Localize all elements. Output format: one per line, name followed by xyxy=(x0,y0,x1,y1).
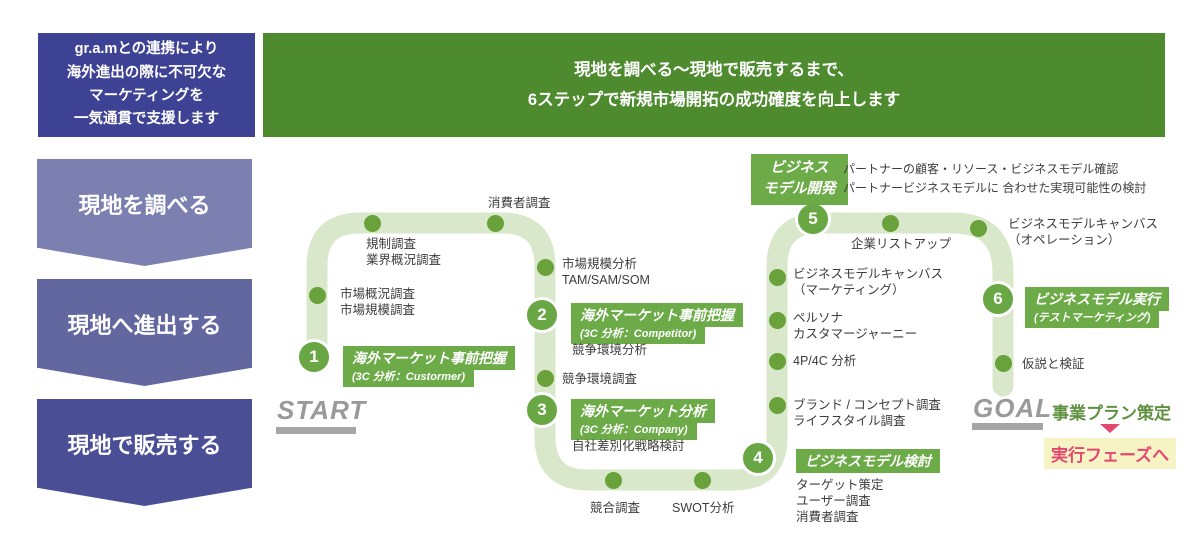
step-6-subtitle: (テストマーケティング) xyxy=(1025,311,1160,328)
station-dot xyxy=(605,472,622,489)
step-4-label: ビジネスモデル検討 xyxy=(796,449,940,473)
step-5-note: パートナーの顧客・リソース・ビジネスモデル確認 パートナービジネスモデルに 合わ… xyxy=(843,162,1147,195)
station-dot xyxy=(970,220,987,237)
execution-phase-label: 実行フェーズへ xyxy=(1044,438,1177,469)
station-dot xyxy=(882,215,899,232)
annotation-company-listup: 企業リストアップ xyxy=(851,237,952,251)
station-dot xyxy=(995,355,1012,372)
annotation-market-overview: 市場概況調査 市場規模調査 xyxy=(340,287,416,317)
step-circle-1: 1 xyxy=(296,339,332,375)
station-dot xyxy=(487,215,504,232)
station-dot xyxy=(769,397,786,414)
step-3-label: 海外マーケット分析 (3C 分析：Company) xyxy=(571,399,715,440)
phase-expand-label: 現地へ進出する xyxy=(67,312,222,338)
step-6-title: ビジネスモデル実行 xyxy=(1025,287,1169,311)
station-dot xyxy=(694,472,711,489)
step-circle-3: 3 xyxy=(524,392,560,428)
station-dot xyxy=(537,259,554,276)
phase-sell-label: 現地で販売する xyxy=(67,432,222,458)
step-5-label: ビジネス モデル開発 xyxy=(751,154,848,205)
step-6-label: ビジネスモデル実行 (テストマーケティング) xyxy=(1025,287,1169,328)
annotation-differentiation: 自社差別化戦略検討 xyxy=(572,439,685,453)
station-dot xyxy=(364,215,381,232)
annotation-competitive-survey: 競争環境調査 xyxy=(562,372,638,386)
goal-underline xyxy=(972,423,1043,430)
annotation-bmc-operation: ビジネスモデルキャンバス （オペレーション） xyxy=(1008,217,1159,247)
intro-box: gr.a.mとの連携により 海外進出の際に不可欠な マーケティングを 一気通貫で… xyxy=(38,33,255,137)
annotation-swot: SWOT分析 xyxy=(672,501,735,515)
annotation-4p4c: 4P/4C 分析 xyxy=(793,354,857,368)
step-circle-2: 2 xyxy=(524,297,560,333)
step-1-title: 海外マーケット事前把握 xyxy=(343,346,515,370)
annotation-hypothesis: 仮説と検証 xyxy=(1022,357,1085,371)
phase-sell: 現地で販売する xyxy=(37,399,252,506)
down-triangle-icon xyxy=(1100,424,1120,433)
station-dot xyxy=(309,287,326,304)
step-2-title: 海外マーケット事前把握 xyxy=(571,303,743,327)
annotation-consumer-survey: 消費者調査 xyxy=(488,196,551,210)
business-plan-label: 事業プラン策定 xyxy=(1052,404,1171,423)
step-2-label: 海外マーケット事前把握 (3C 分析：Competitor) xyxy=(571,303,743,344)
start-underline xyxy=(276,427,356,434)
start-label: START xyxy=(277,395,367,425)
step-4-title: ビジネスモデル検討 xyxy=(796,449,940,473)
annotation-competitor-survey: 競合調査 xyxy=(590,501,641,515)
step-3-subtitle: (3C 分析：Company) xyxy=(571,423,697,440)
station-dot xyxy=(537,370,554,387)
banner-title: 現地を調べる～現地で販売するまで、 6ステップで新規市場開拓の成功確度を向上しま… xyxy=(263,33,1165,137)
step-3-title: 海外マーケット分析 xyxy=(571,399,715,423)
step-1-subtitle: (3C 分析：Custormer) xyxy=(343,370,475,387)
annotation-bmc-marketing: ビジネスモデルキャンバス （マーケティング） xyxy=(793,267,944,297)
station-dot xyxy=(769,269,786,286)
annotation-market-size: 市場規模分析 TAM/SAM/SOM xyxy=(562,257,650,287)
phase-expand: 現地へ進出する xyxy=(37,279,252,386)
station-dot xyxy=(769,353,786,370)
step-1-label: 海外マーケット事前把握 (3C 分析：Custormer) xyxy=(343,346,515,387)
phase-research: 現地を調べる xyxy=(37,159,252,266)
station-dot xyxy=(769,312,786,329)
step-circle-5: 5 xyxy=(795,201,831,237)
goal-label: GOAL xyxy=(973,393,1053,423)
step-2-subtitle: (3C 分析：Competitor) xyxy=(571,327,706,344)
annotation-targeting: ターゲット策定 ユーザー調査 消費者調査 xyxy=(796,478,884,524)
annotation-regulation-survey: 規制調査 業界概況調査 xyxy=(366,237,442,267)
step-circle-6: 6 xyxy=(980,281,1016,317)
annotation-brand-concept: ブランド / コンセプト調査 ライフスタイル調査 xyxy=(793,398,941,428)
phase-research-label: 現地を調べる xyxy=(78,192,211,218)
annotation-persona: ペルソナ カスタマージャーニー xyxy=(793,311,918,341)
step-circle-4: 4 xyxy=(740,440,776,476)
annotation-competitive-analysis: 競争環境分析 xyxy=(572,343,648,357)
